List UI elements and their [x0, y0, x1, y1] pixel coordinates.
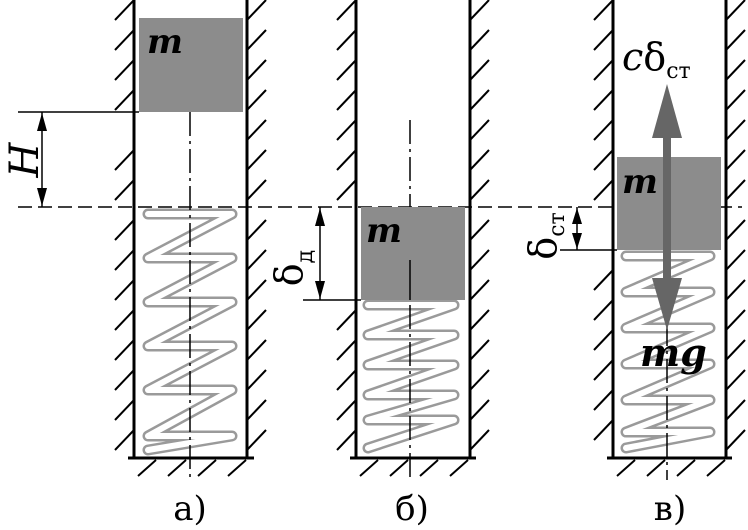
panel-c-mass-label: m: [622, 162, 658, 202]
panel-c-delta-arrow-up: [572, 208, 582, 224]
panel-b-delta-label: δд: [267, 250, 318, 286]
panel-a-height-label: H: [2, 141, 48, 178]
panel-b-delta-arrow-up: [315, 208, 325, 226]
panel-a-left-wall-hatching: [114, 0, 135, 451]
panel-b-delta-symbol: δ: [267, 263, 311, 286]
panel-b-mass-label: m: [366, 211, 402, 251]
panel-c-spring-force-label: cδст: [622, 35, 691, 84]
panel-c-weight-label: mg: [640, 330, 707, 375]
panel-b-caption: б): [395, 489, 429, 529]
panel-a-caption: а): [173, 489, 207, 529]
panel-c-caption: в): [654, 489, 686, 529]
panel-a-spring-core: [145, 211, 235, 453]
panel-a-mass-label: m: [147, 22, 183, 62]
panel-b-left-wall-hatching: [336, 0, 357, 451]
panel-c-weight-arrow-head: [652, 278, 682, 330]
panel-c-spring-core: [623, 253, 713, 451]
panel-c-spring-force-subscript: ст: [666, 59, 691, 84]
panel-c: m cδст mg δст в): [521, 0, 746, 529]
panel-b-delta-arrow-down: [315, 281, 325, 299]
panel-a-right-wall-hatching: [246, 0, 267, 451]
panel-c-delta-subscript: ст: [545, 212, 570, 237]
panel-b-right-wall-hatching: [469, 0, 490, 451]
panel-c-spring-force-delta: δ: [643, 35, 666, 79]
panel-a-mass-block: [139, 18, 243, 112]
panel-b-mass-block: [361, 207, 465, 300]
panel-a-height-arrow-down: [37, 188, 47, 206]
panel-b-floor-hatching: [359, 459, 469, 477]
panel-c-spring-force-c: c: [622, 35, 643, 79]
panel-a: m H а): [2, 0, 267, 529]
panel-c-right-wall-hatching: [725, 0, 746, 451]
panel-c-delta-arrow-down: [572, 233, 582, 249]
panel-c-floor-hatching: [616, 459, 726, 477]
panel-c-spring-force-arrow-head: [652, 84, 682, 138]
panel-b: m δд б): [267, 0, 490, 529]
panel-a-height-arrow-up: [37, 113, 47, 131]
panel-b-spring-core: [365, 302, 457, 451]
panel-c-delta-label: δст: [521, 212, 570, 259]
panel-b-delta-subscript: д: [293, 250, 318, 264]
panel-a-floor-hatching: [137, 459, 247, 477]
panel-c-left-wall-hatching: [593, 0, 614, 441]
panel-c-delta-symbol: δ: [521, 237, 565, 260]
